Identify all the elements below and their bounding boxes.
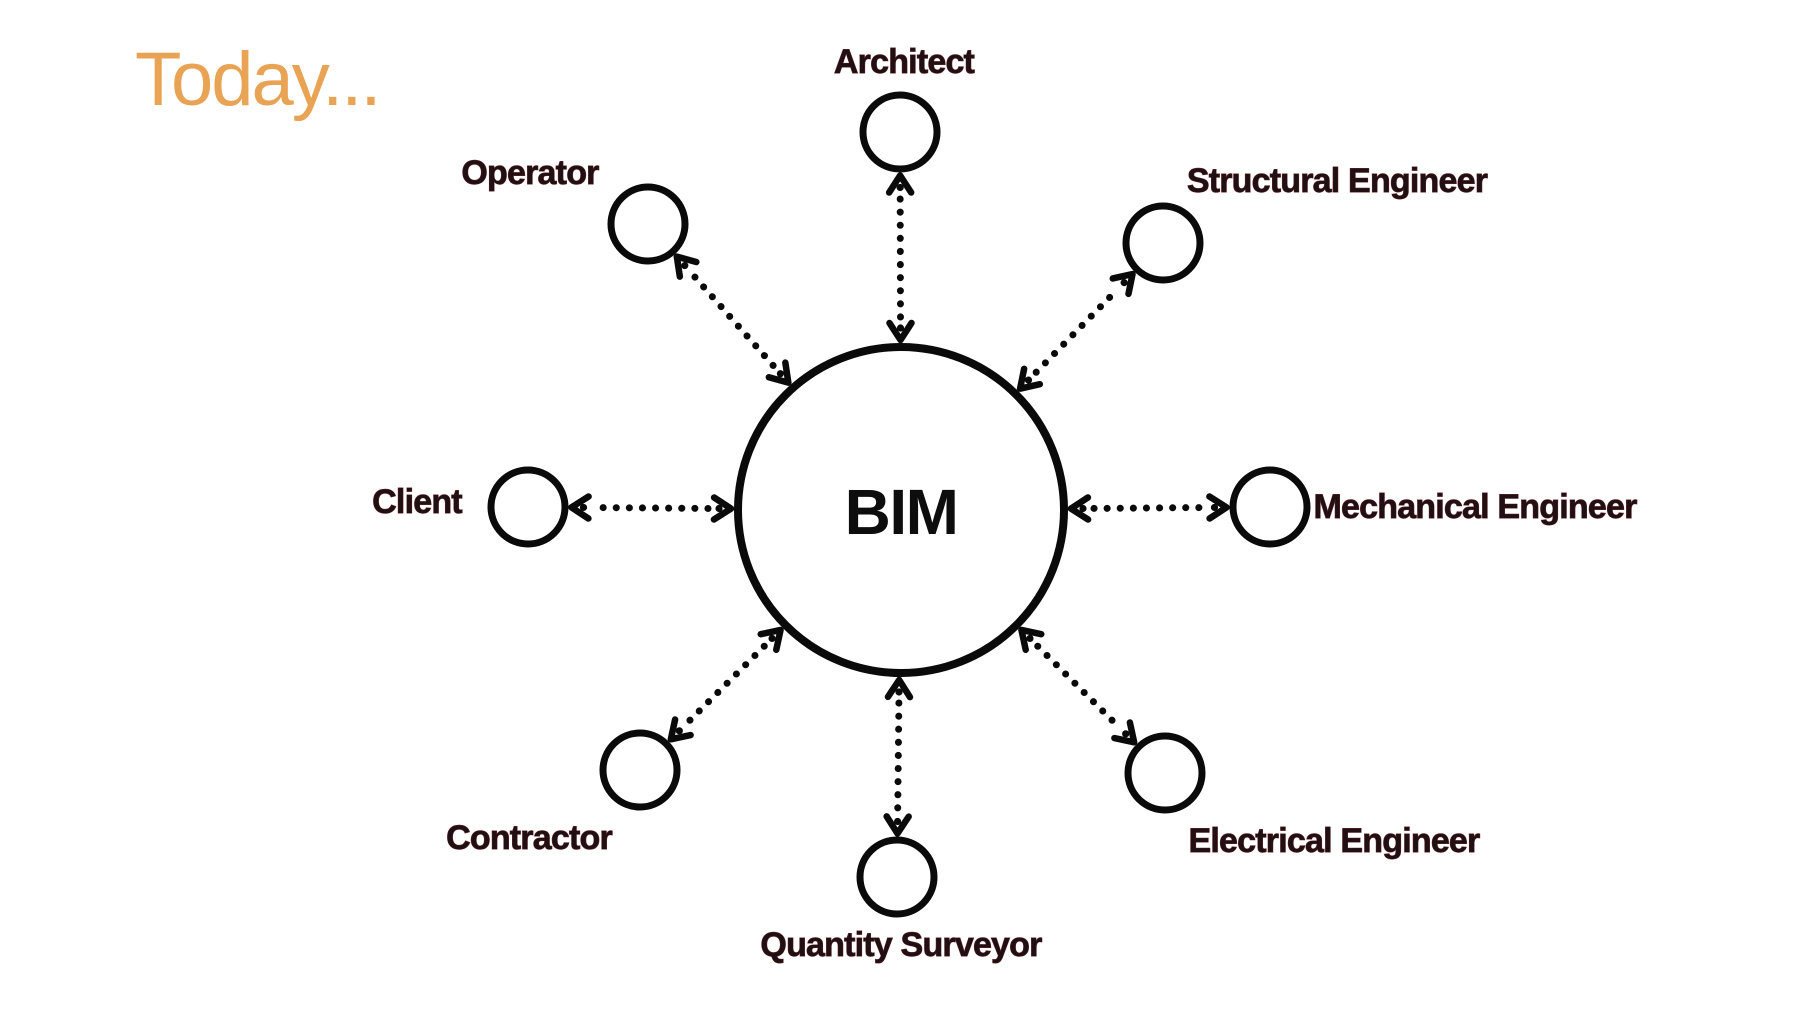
edge-operator-inner-arrowhead-notch-dot <box>776 370 785 378</box>
edge-operator-outer-arrowhead <box>673 253 700 280</box>
edge-mechanical-engineer-dotted-line <box>1090 504 1208 512</box>
edge-quantity-surveyor-outer-arrowhead-chevron <box>883 813 912 837</box>
edge-architect-inner-arrowhead-chevron <box>886 319 915 344</box>
node-circle-quantity-surveyor <box>856 836 938 918</box>
node-label-electrical-engineer: Electrical Engineer <box>1189 822 1481 860</box>
edge-quantity-surveyor-inner-arrowhead-chevron <box>884 676 914 701</box>
edge-mechanical-engineer-inner-arrowhead-chevron <box>1067 494 1092 523</box>
edge-architect-outer-arrowhead-notch-dot <box>896 183 904 192</box>
node-circle-architect <box>859 91 941 173</box>
edge-operator-inner-arrowhead-chevron <box>765 359 792 386</box>
edge-client-inner-arrowhead-notch-dot <box>715 504 723 513</box>
edge-contractor-outer-arrowhead <box>667 716 694 743</box>
node-label-client: Client <box>372 483 462 521</box>
node-label-quantity-surveyor: Quantity Surveyor <box>760 926 1042 964</box>
edge-structural-engineer-inner-arrowhead <box>1016 365 1044 392</box>
edge-contractor-inner-arrowhead <box>757 626 784 654</box>
edge-quantity-surveyor-dotted-line <box>894 699 903 815</box>
edge-contractor-dotted-line <box>683 642 768 727</box>
edge-mechanical-engineer-outer-arrowhead <box>1206 493 1230 522</box>
node-circle-operator <box>607 183 689 265</box>
hub-label-bim: BIM <box>845 476 958 548</box>
edge-quantity-surveyor-outer-arrowhead-notch-dot <box>894 817 902 826</box>
edge-mechanical-engineer-inner-arrowhead <box>1067 494 1092 523</box>
edge-electrical-engineer-outer-arrowhead-chevron <box>1111 719 1138 746</box>
edge-electrical-engineer-inner-arrowhead-chevron <box>1018 626 1045 654</box>
node-label-contractor: Contractor <box>446 819 612 857</box>
edge-client-outer-arrowhead-notch-dot <box>579 503 588 512</box>
edge-electrical-engineer-inner-arrowhead-notch-dot <box>1026 634 1034 643</box>
edge-architect-outer-arrowhead-chevron <box>885 172 915 196</box>
edge-structural-engineer-inner-arrowhead-notch-dot <box>1024 376 1033 384</box>
node-label-architect: Architect <box>834 43 975 81</box>
edge-contractor-outer-arrowhead-notch-dot <box>675 727 683 735</box>
edge-architect-inner-arrowhead <box>886 319 915 344</box>
node-label-mechanical-engineer: Mechanical Engineer <box>1313 488 1637 526</box>
edge-structural-engineer-dotted-line <box>1032 286 1120 376</box>
node-circle-contractor <box>599 729 681 811</box>
edge-quantity-surveyor-inner-arrowhead-notch-dot <box>895 688 903 696</box>
node-label-structural-engineer: Structural Engineer <box>1187 162 1488 200</box>
slide-title: Today... <box>135 37 382 122</box>
edge-architect-outer-arrowhead <box>885 172 915 196</box>
edge-quantity-surveyor-outer-arrowhead <box>883 813 912 837</box>
edge-operator-outer-arrowhead-chevron <box>673 253 700 280</box>
edge-contractor-inner-arrowhead-notch-dot <box>768 634 776 643</box>
edge-operator-dotted-line <box>688 270 777 369</box>
edge-contractor-outer-arrowhead-chevron <box>667 716 694 743</box>
edge-structural-engineer-inner-arrowhead-chevron <box>1016 365 1044 392</box>
edge-client-outer-arrowhead <box>568 493 592 522</box>
edge-architect-inner-arrowhead-notch-dot <box>896 324 905 332</box>
hub-circle-bim <box>734 343 1068 677</box>
edge-electrical-engineer-outer-arrowhead-notch-dot <box>1122 730 1130 738</box>
node-circle-structural-engineer <box>1122 202 1204 284</box>
node-circle-electrical-engineer <box>1124 732 1206 814</box>
edge-quantity-surveyor-inner-arrowhead <box>884 676 914 701</box>
edge-structural-engineer-outer-arrowhead <box>1109 270 1136 298</box>
edge-operator-outer-arrowhead-notch-dot <box>681 261 689 270</box>
edge-mechanical-engineer-inner-arrowhead-notch-dot <box>1079 504 1087 513</box>
edge-electrical-engineer-inner-arrowhead <box>1018 626 1045 654</box>
node-circle-mechanical-engineer <box>1229 466 1311 548</box>
edge-client-inner-arrowhead-chevron <box>710 494 735 523</box>
node-label-operator: Operator <box>461 154 599 192</box>
node-circle-client <box>487 466 569 548</box>
edge-mechanical-engineer-outer-arrowhead-notch-dot <box>1210 503 1219 512</box>
edge-electrical-engineer-dotted-line <box>1034 642 1122 730</box>
edge-client-outer-arrowhead-chevron <box>568 493 592 522</box>
edge-contractor-inner-arrowhead-chevron <box>757 626 784 654</box>
edge-mechanical-engineer-outer-arrowhead-chevron <box>1206 493 1230 522</box>
edge-structural-engineer-outer-arrowhead-notch-dot <box>1120 279 1128 287</box>
edge-structural-engineer-outer-arrowhead-chevron <box>1109 270 1136 298</box>
edge-client-inner-arrowhead <box>710 494 735 523</box>
edge-electrical-engineer-outer-arrowhead <box>1111 719 1138 746</box>
edge-operator-inner-arrowhead <box>765 359 792 386</box>
edge-client-dotted-line <box>590 504 712 512</box>
